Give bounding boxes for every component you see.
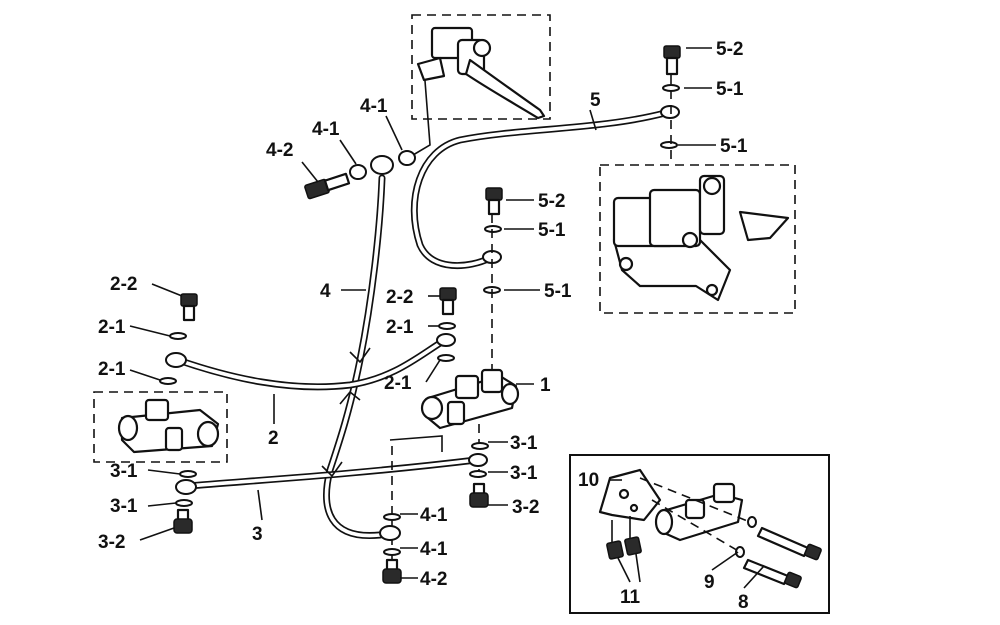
hose-4-break-mark-upper xyxy=(349,347,371,364)
mounting-bracket-10 xyxy=(598,468,662,522)
label-2-1-b: 2-1 xyxy=(386,317,414,338)
washer-2-1-c xyxy=(438,322,456,330)
bolts-11 xyxy=(606,516,642,560)
washer-9-a xyxy=(747,516,757,528)
label-11: 11 xyxy=(620,587,641,608)
label-3: 3 xyxy=(252,524,263,545)
label-5-2-top: 5-2 xyxy=(716,39,743,60)
washer-3-1-c xyxy=(471,442,489,450)
banjo-fitting-3-left xyxy=(175,479,197,495)
banjo-fitting-4-bottom xyxy=(379,525,401,541)
washer-5-1-c xyxy=(484,225,502,233)
label-4-2-bottom: 4-2 xyxy=(420,569,447,590)
label-5-1-d: 5-1 xyxy=(544,281,572,302)
label-4-1-b: 4-1 xyxy=(360,96,388,117)
label-4-1-a: 4-1 xyxy=(312,119,340,140)
bolt-8-lower xyxy=(742,558,802,589)
label-5: 5 xyxy=(590,90,601,111)
label-4-2-top: 4-2 xyxy=(266,140,293,161)
proportioning-valve-left xyxy=(117,398,220,454)
label-2: 2 xyxy=(268,428,279,449)
label-2-1-d: 2-1 xyxy=(384,373,412,394)
washer-4-1-c xyxy=(383,513,401,521)
label-3-1-c: 3-1 xyxy=(510,463,538,484)
banjo-bolt-2-2-left xyxy=(180,293,198,322)
label-5-2-mid: 5-2 xyxy=(538,191,565,212)
hose-5 xyxy=(410,109,669,270)
label-2-1-c: 2-1 xyxy=(98,359,126,380)
washer-4-1-b xyxy=(398,150,416,166)
banjo-bolt-4-2-top xyxy=(304,172,351,200)
caliper-group-box xyxy=(599,164,796,314)
hose-4-break-mark-lower xyxy=(321,461,343,478)
label-2-2-left: 2-2 xyxy=(110,274,137,295)
leader-lines xyxy=(129,47,765,589)
label-1: 1 xyxy=(540,375,551,396)
banjo-fitting-4 xyxy=(370,155,394,175)
banjo-bolt-2-2-right xyxy=(439,287,457,316)
label-4: 4 xyxy=(320,281,331,302)
label-5-1-c: 5-1 xyxy=(538,220,566,241)
label-5-1-b: 5-1 xyxy=(720,136,748,157)
label-3-1-b: 3-1 xyxy=(110,461,138,482)
label-9: 9 xyxy=(704,572,715,593)
master-cylinder-group-box xyxy=(411,14,551,120)
bolt-8-upper xyxy=(756,526,822,561)
banjo-bolt-5-2-top xyxy=(663,45,681,76)
banjo-fitting-2-left xyxy=(165,352,187,368)
label-8: 8 xyxy=(738,592,749,613)
hose-2 xyxy=(174,336,449,391)
valve-1-bracket-line xyxy=(389,435,443,452)
washer-2-1-b xyxy=(159,377,177,385)
banjo-bolt-5-2-mid xyxy=(485,187,503,216)
hose-break-mark-mid xyxy=(339,390,361,405)
label-10: 10 xyxy=(578,470,599,491)
master-cylinder-lever xyxy=(416,26,546,120)
banjo-fitting-5-upper xyxy=(660,105,680,119)
banjo-bolt-3-2-left xyxy=(173,508,193,534)
washer-2-1-d xyxy=(437,354,455,362)
label-3-2-left: 3-2 xyxy=(98,532,125,553)
brake-caliper xyxy=(612,174,790,302)
label-3-1-a: 3-1 xyxy=(510,433,538,454)
label-3-1-d: 3-1 xyxy=(110,496,138,517)
hose-4 xyxy=(323,174,386,540)
label-3-2-right: 3-2 xyxy=(512,497,539,518)
label-5-1-a: 5-1 xyxy=(716,79,744,100)
washer-5-1-b xyxy=(660,141,678,149)
banjo-bolt-4-2-bottom xyxy=(382,558,402,584)
washer-3-1-b xyxy=(175,499,193,507)
label-4-1-c: 4-1 xyxy=(420,505,448,526)
banjo-fitting-3-right xyxy=(468,453,488,467)
washer-3-1-a xyxy=(179,470,197,478)
washer-3-1-d xyxy=(469,470,487,478)
washer-2-1-a xyxy=(169,332,187,340)
label-4-1-d: 4-1 xyxy=(420,539,448,560)
label-2-2-right: 2-2 xyxy=(386,287,413,308)
label-2-1-a: 2-1 xyxy=(98,317,126,338)
proportioning-valve-1 xyxy=(420,368,520,430)
detail-dashed-lines xyxy=(639,477,751,553)
lever-line-link xyxy=(407,67,431,159)
hose-3 xyxy=(184,456,480,490)
mounting-detail-box xyxy=(569,454,830,614)
washer-4-1-d xyxy=(383,548,401,556)
washer-9-b xyxy=(735,546,745,558)
proportioning-valve-group-box xyxy=(93,391,228,463)
banjo-fitting-2-right xyxy=(436,333,456,347)
banjo-bolt-3-2-right xyxy=(469,482,489,508)
valve-assembly-detail xyxy=(654,482,744,542)
washer-4-1-a xyxy=(349,164,367,180)
